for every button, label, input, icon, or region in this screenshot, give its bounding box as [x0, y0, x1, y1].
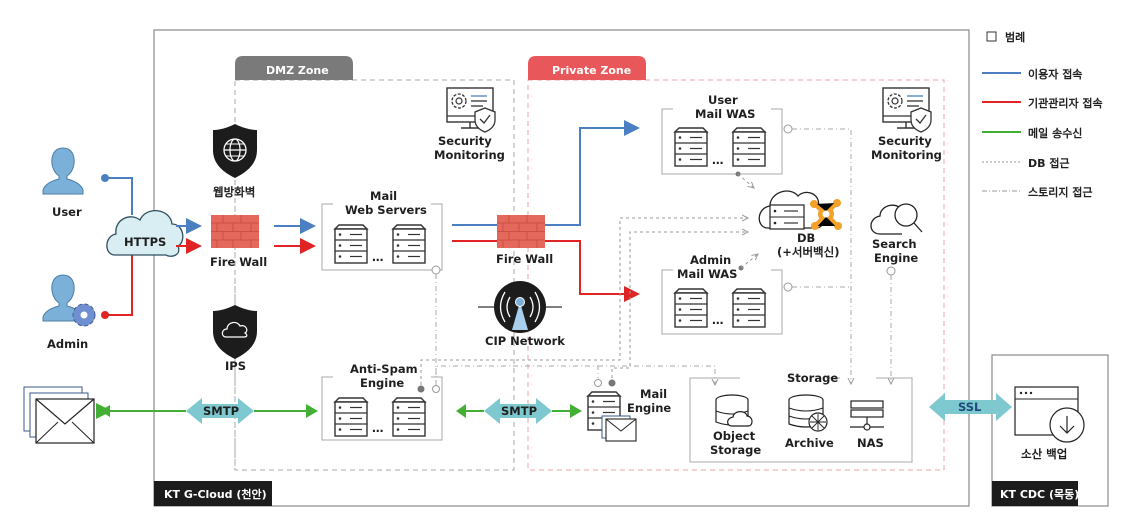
admin-label: Admin [47, 337, 88, 351]
admin-mail-was-line1: Admin [690, 253, 731, 267]
security-monitoring-icon [446, 87, 496, 133]
kt-gcloud-tag [154, 481, 272, 506]
legend-item-admin: 기관관리자 접속 [1028, 96, 1103, 110]
user-person-icon [42, 147, 84, 195]
legend-item-mail: 메일 송수신 [1028, 126, 1082, 140]
search-engine-line1: Search [872, 237, 917, 251]
legend-title: 범례 [1005, 30, 1025, 44]
firewall-icon [210, 214, 260, 249]
storage-title: Storage [787, 371, 838, 385]
mail-envelope-stack-icon [23, 386, 95, 444]
anti-spam-line2: Engine [360, 376, 404, 390]
smtp-internal-arrow [484, 398, 552, 424]
dmz-security-monitoring-line2: Monitoring [434, 148, 505, 162]
ssl-label: SSL [958, 400, 982, 414]
kt-gcloud-label: KT G-Cloud (천안) [164, 487, 267, 501]
admin-mail-was-box [661, 269, 783, 335]
smtp-external-label: SMTP [203, 404, 239, 418]
admin-mail-was-line2: Mail WAS [677, 267, 737, 281]
dmz-zone-label: DMZ Zone [266, 64, 329, 77]
ellipsis: … [372, 250, 384, 264]
firewall-2-label: Fire Wall [496, 252, 553, 266]
dmz-zone-tab [235, 56, 353, 80]
db-label-line2: (+서버백신) [777, 245, 839, 259]
waf-shield-icon [213, 124, 257, 178]
archive-label: Archive [785, 436, 834, 450]
admin-path-line [545, 240, 640, 302]
storage-box [689, 377, 913, 463]
backup-label: 소산 백업 [1021, 447, 1067, 461]
user-mail-was-line2: Mail WAS [695, 107, 755, 121]
search-engine-icon [870, 203, 923, 235]
db-label-line1: DB [797, 231, 815, 245]
server-icon [674, 288, 708, 328]
mail-web-servers-box [321, 203, 443, 271]
user-mail-was-box [661, 108, 783, 175]
user-mail-was-line1: User [708, 93, 738, 107]
security-monitoring-icon [882, 87, 932, 133]
server-vaccine-icon [810, 199, 842, 230]
legend-item-storage: 스토리지 접근 [1028, 185, 1093, 199]
nas-icon [850, 400, 884, 431]
firewall-1-label: Fire Wall [210, 255, 267, 269]
mail-web-servers-line1: Mail [370, 189, 397, 203]
server-icon [392, 397, 426, 437]
https-cloud-icon [106, 210, 184, 257]
smtp-internal-label: SMTP [501, 404, 537, 418]
server-icon [334, 397, 368, 437]
search-engine-line2: Engine [874, 251, 918, 265]
ips-shield-icon [213, 305, 257, 359]
mail-web-servers-line2: Web Servers [345, 203, 427, 217]
private-zone-tab [528, 56, 646, 80]
kt-cdc-label: KT CDC (목동) [1000, 488, 1079, 501]
server-icon [674, 127, 708, 167]
user-label: User [52, 205, 82, 219]
anti-spam-box [321, 376, 443, 441]
firewall-icon [496, 214, 546, 249]
server-icon [334, 224, 368, 264]
admin-connection-line [105, 255, 133, 316]
object-storage-icon [715, 394, 753, 427]
server-icon [392, 224, 426, 264]
kt-cdc-tag [992, 481, 1078, 506]
user-path-line [545, 120, 640, 226]
legend: 범례 이용자 접속 기관관리자 접속 메일 송수신 DB 접근 스토리지 접근 [982, 30, 1103, 199]
private-security-monitoring-line2: Monitoring [871, 148, 942, 162]
mail-engine-line1: Mail [640, 387, 667, 401]
nas-label: NAS [857, 436, 884, 450]
legend-item-user: 이용자 접속 [1028, 67, 1082, 81]
server-icon [732, 288, 766, 328]
server-icon [732, 127, 766, 167]
object-storage-line1: Object [713, 429, 756, 443]
ips-label: IPS [225, 359, 246, 373]
private-zone-label: Private Zone [552, 64, 631, 77]
waf-label: 웹방화벽 [213, 185, 255, 199]
dmz-security-monitoring-line1: Security [438, 134, 492, 148]
user-connection-line [105, 177, 133, 215]
ellipsis: … [372, 421, 384, 435]
gear-icon [72, 303, 96, 327]
private-zone [527, 79, 945, 471]
anti-spam-line1: Anti-Spam [350, 362, 418, 376]
archive-icon [788, 394, 828, 432]
backup-window-icon [1014, 386, 1085, 443]
kt-gcloud-boundary [153, 29, 970, 507]
legend-item-db: DB 접근 [1028, 157, 1070, 170]
dmz-zone [234, 79, 515, 471]
object-storage-line2: Storage [710, 443, 761, 457]
cip-network-icon [494, 281, 546, 333]
ellipsis: … [712, 153, 724, 167]
mail-engine-line2: Engine [627, 401, 671, 415]
mail-engine-envelope-icon [601, 415, 637, 442]
https-label: HTTPS [124, 235, 166, 249]
ssl-arrow [929, 393, 1012, 421]
smtp-external-arrow [186, 398, 254, 424]
ellipsis: … [712, 313, 724, 327]
cip-network-label: CIP Network [485, 334, 565, 348]
private-security-monitoring-line1: Security [878, 134, 932, 148]
